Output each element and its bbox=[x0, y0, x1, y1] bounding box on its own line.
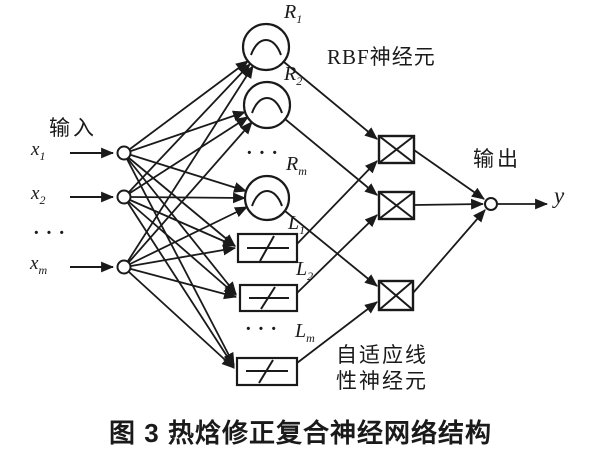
linear-neurons bbox=[235, 232, 299, 387]
var-base: L bbox=[288, 212, 300, 234]
var-subscript: 1 bbox=[296, 12, 303, 26]
var-base: R bbox=[286, 153, 299, 175]
multiplier-box-1 bbox=[377, 134, 416, 165]
hidden-to-multiplier-connections bbox=[283, 61, 378, 364]
multiply-icon bbox=[378, 191, 415, 220]
var-subscript: 1 bbox=[39, 148, 46, 163]
input-arrows bbox=[70, 147, 115, 273]
var-subscript: 2 bbox=[307, 269, 314, 283]
linear-label-l2: L2 bbox=[296, 258, 314, 283]
rbf-neuron-2 bbox=[242, 80, 292, 130]
output-layer-title: 输出 bbox=[473, 147, 521, 171]
multiplier-box-3 bbox=[377, 279, 415, 312]
var-subscript: m bbox=[298, 164, 307, 178]
adaline-title-line2: 性神经元 bbox=[336, 369, 428, 393]
var-base: L bbox=[296, 258, 308, 280]
input-label-xm: xm bbox=[30, 253, 48, 277]
var-subscript: 1 bbox=[299, 223, 306, 237]
rbf-neuron-m bbox=[243, 174, 291, 222]
linear-transfer-icon bbox=[258, 359, 274, 384]
var-subscript: m bbox=[306, 331, 315, 345]
var-subscript: 2 bbox=[39, 192, 46, 207]
linear-neuron-1 bbox=[236, 232, 299, 264]
rbf-ellipsis: ··· bbox=[246, 142, 285, 164]
rbf-label-rm: Rm bbox=[286, 153, 307, 178]
input-label-x1: x1 bbox=[31, 139, 46, 163]
var-base: x bbox=[31, 183, 40, 204]
var-base: R bbox=[284, 1, 297, 23]
linear-ellipsis: ··· bbox=[245, 318, 284, 340]
var-base: L bbox=[295, 320, 307, 342]
linear-transfer-icon bbox=[259, 235, 275, 262]
adaline-title-line1: 自适应线 bbox=[336, 343, 428, 367]
multiply-icon bbox=[378, 280, 414, 311]
input-node-xm bbox=[116, 259, 132, 275]
input-node-x1 bbox=[116, 145, 132, 161]
linear-transfer-icon bbox=[260, 286, 276, 310]
multiplier-box-2 bbox=[377, 190, 416, 221]
var-subscript: m bbox=[38, 262, 48, 277]
input-to-hidden-connections bbox=[126, 60, 254, 369]
var-base: x bbox=[31, 139, 40, 160]
linear-label-lm: Lm bbox=[295, 320, 315, 345]
output-node bbox=[484, 197, 498, 211]
rbf-neuron-1 bbox=[241, 22, 291, 72]
gaussian-curve-icon bbox=[251, 190, 283, 207]
linear-neuron-m bbox=[235, 356, 299, 387]
input-node-x2 bbox=[116, 189, 132, 205]
gaussian-curve-icon bbox=[250, 39, 282, 56]
rbf-layer-title: RBF神经元 bbox=[327, 45, 436, 69]
multiplier-boxes bbox=[377, 134, 416, 312]
input-label-x2: x2 bbox=[31, 183, 46, 207]
output-label-y: y bbox=[554, 183, 565, 208]
var-subscript: 2 bbox=[296, 74, 303, 88]
rbf-neurons bbox=[241, 22, 292, 222]
linear-label-l1: L1 bbox=[288, 212, 306, 237]
var-base: x bbox=[30, 253, 39, 274]
linear-neuron-2 bbox=[238, 283, 299, 313]
adaline-layer-title: 自适应线 性神经元 bbox=[336, 342, 428, 394]
multiply-icon bbox=[378, 135, 415, 164]
multiplier-to-output-connections bbox=[412, 149, 486, 294]
rbf-label-r1: R1 bbox=[284, 1, 303, 26]
gaussian-curve-icon bbox=[251, 97, 283, 114]
figure-caption: 图 3 热焓修正复合神经网络结构 bbox=[109, 418, 492, 448]
input-ellipsis: ··· bbox=[33, 222, 72, 244]
input-layer-title: 输入 bbox=[49, 116, 97, 140]
rbf-label-r2: R2 bbox=[284, 63, 303, 88]
input-nodes bbox=[116, 145, 132, 275]
var-base: R bbox=[284, 63, 297, 85]
